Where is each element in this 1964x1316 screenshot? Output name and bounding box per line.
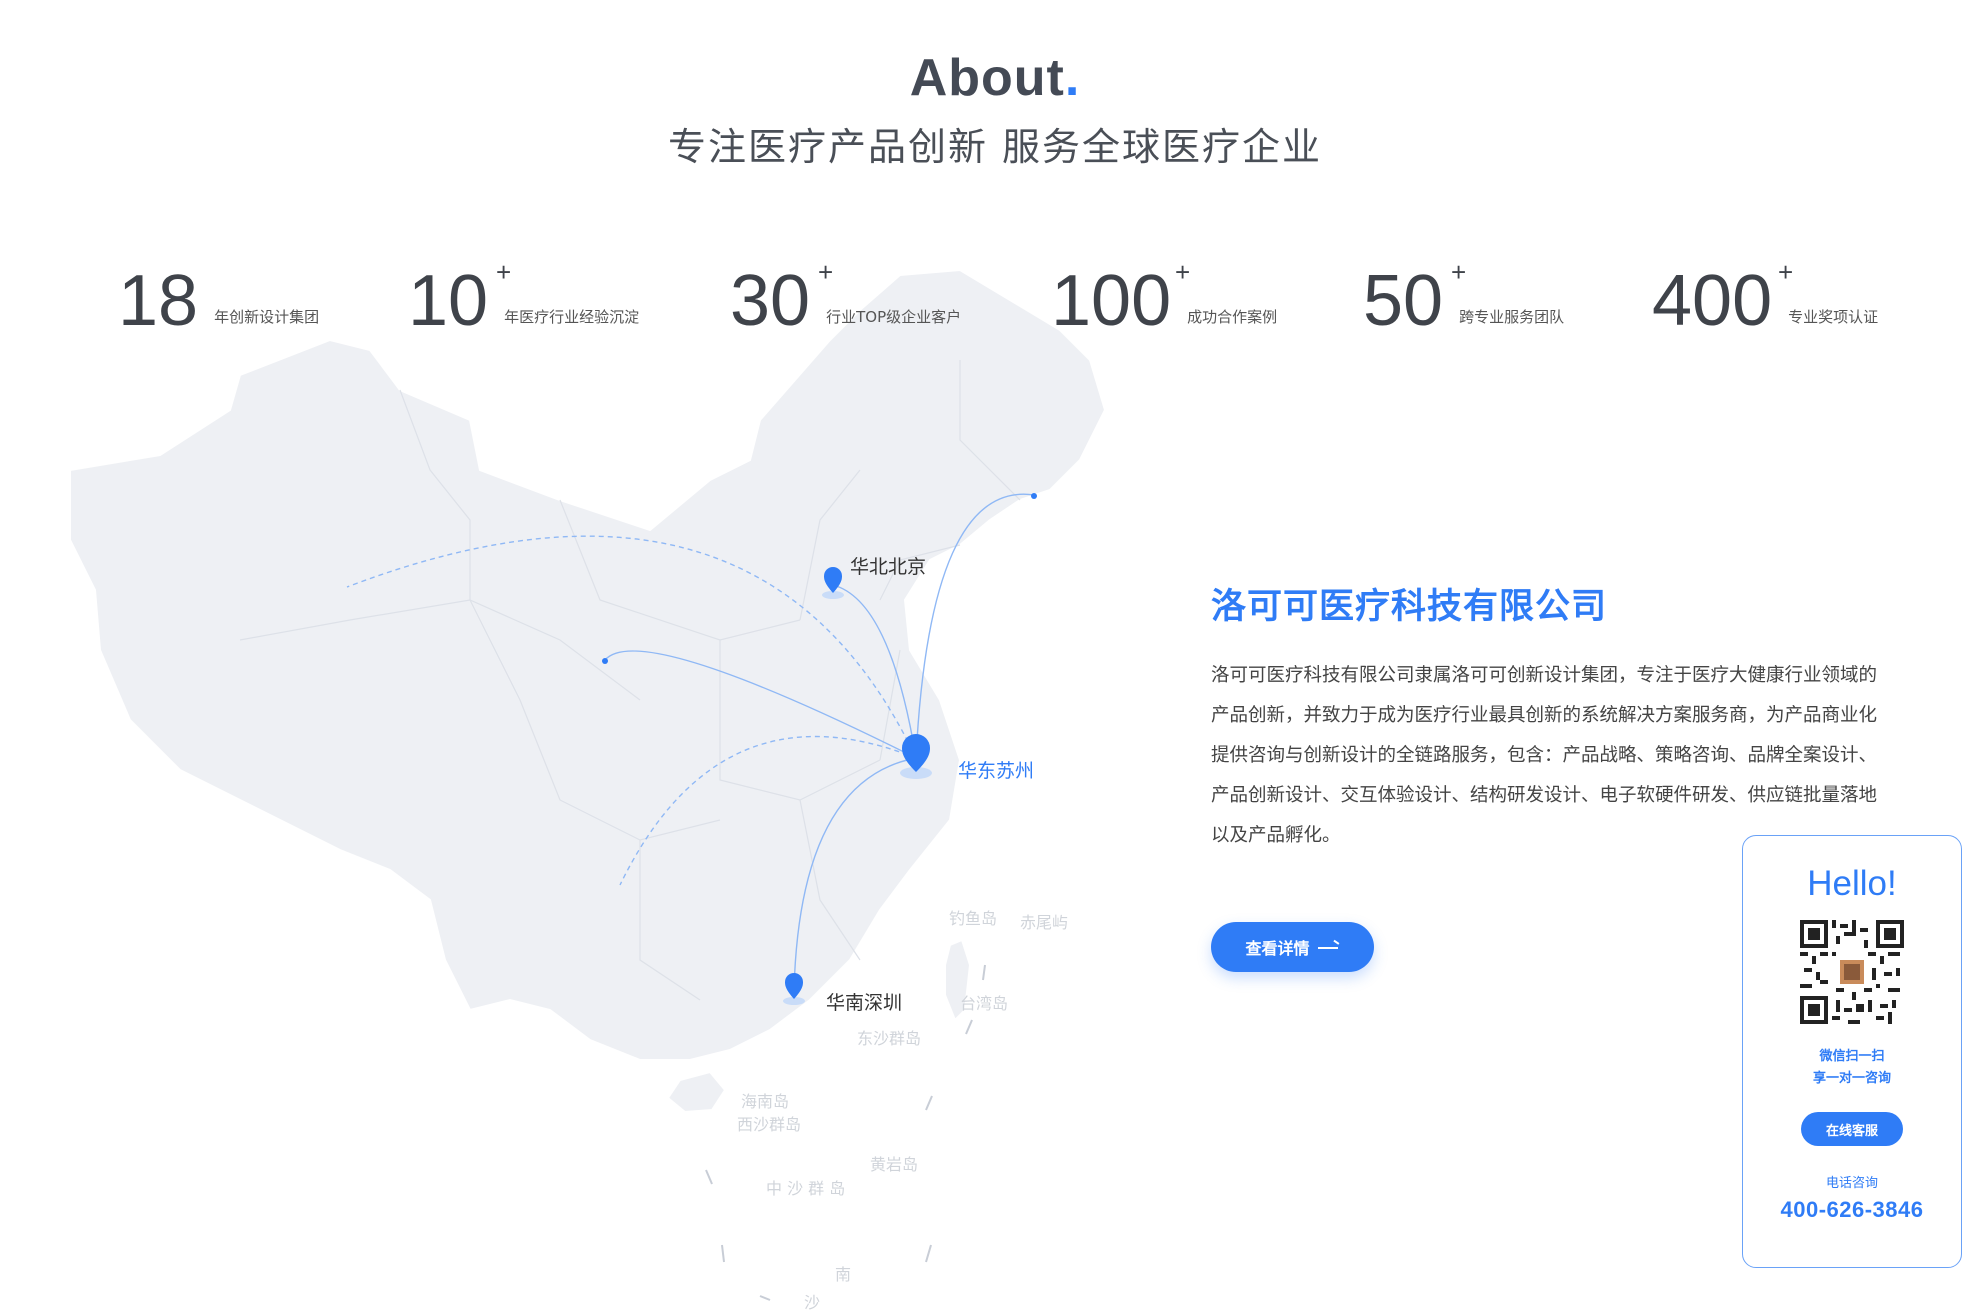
island-labels: 钓鱼岛 赤尾屿 台湾岛 东沙群岛 海南岛 西沙群岛 黄岩岛 中 沙 群 岛 南 … — [737, 909, 1068, 1312]
stat-label: 行业TOP级企业客户 — [826, 308, 962, 326]
stat-plus: + — [1175, 257, 1191, 287]
view-details-button[interactable]: 查看详情 — [1211, 922, 1374, 972]
phone-number[interactable]: 400-626-3846 — [1780, 1197, 1924, 1222]
contact-greeting: Hello! — [1807, 864, 1897, 903]
view-details-label: 查看详情 — [1245, 939, 1310, 958]
label-huangyan: 黄岩岛 — [870, 1155, 918, 1174]
map-pin-suzhou-icon — [900, 734, 932, 779]
hainan-island — [666, 1070, 727, 1114]
stat-plus: + — [1451, 257, 1467, 287]
label-xisha: 西沙群岛 — [737, 1115, 801, 1134]
china-map: 钓鱼岛 赤尾屿 台湾岛 东沙群岛 海南岛 西沙群岛 黄岩岛 中 沙 群 岛 南 … — [69, 268, 1107, 1312]
wechat-line-1: 微信扫一扫 — [1819, 1049, 1885, 1064]
company-name: 洛可可医疗科技有限公司 — [1211, 587, 1608, 627]
stat-label: 年医疗行业经验沉淀 — [504, 308, 640, 326]
label-taiwan: 台湾岛 — [960, 994, 1008, 1013]
china-mainland — [69, 268, 1107, 1061]
title-accent-dot: . — [1064, 49, 1081, 107]
contact-float-panel: Hello! 微信扫一扫 享一对一咨询 在线客服 电话咨询 400-626-38… — [1742, 835, 1962, 1268]
company-description: 洛可可医疗科技有限公司隶属洛可可创新设计集团，专注于医疗大健康行业领域的产品创新… — [1211, 665, 1878, 846]
stat-value: 100 — [1051, 261, 1172, 341]
stat-cases: 100 + 成功合作案例 — [1051, 257, 1278, 341]
about-title: About. — [909, 49, 1081, 107]
about-header: About. 专注医疗产品创新 服务全球医疗企业 — [0, 48, 1964, 171]
stat-plus: + — [818, 257, 834, 287]
stat-label: 跨专业服务团队 — [1459, 308, 1565, 326]
stat-label: 成功合作案例 — [1187, 308, 1278, 326]
city-label-beijing: 华北北京 — [850, 556, 927, 578]
label-nan: 南 — [835, 1265, 851, 1284]
stat-years: 18 年创新设计集团 — [118, 265, 319, 337]
stat-value: 10 — [408, 261, 489, 341]
stat-plus: + — [1778, 257, 1794, 287]
stat-value: 30 — [730, 261, 811, 341]
stat-value: 50 — [1363, 261, 1444, 341]
label-diaoyu: 钓鱼岛 — [949, 909, 997, 928]
city-label-suzhou: 华东苏州 — [958, 760, 1035, 782]
wechat-line-2: 享一对一咨询 — [1812, 1071, 1891, 1086]
label-zhongsha: 中 沙 群 岛 — [766, 1179, 845, 1198]
stat-label: 年创新设计集团 — [214, 308, 320, 326]
label-hainan: 海南岛 — [741, 1092, 789, 1111]
south-sea-dashes — [705, 964, 986, 1301]
label-chiwei: 赤尾屿 — [1020, 913, 1068, 932]
stat-awards: 400 + 专业奖项认证 — [1652, 257, 1879, 341]
taiwan-island — [944, 938, 972, 1022]
stat-experience: 10 + 年医疗行业经验沉淀 — [408, 257, 640, 341]
stat-label: 专业奖项认证 — [1788, 308, 1879, 326]
phone-label: 电话咨询 — [1825, 1176, 1878, 1191]
arrow-right-icon — [1317, 942, 1340, 952]
about-subtitle: 专注医疗产品创新 服务全球医疗企业 — [667, 125, 1323, 169]
online-service-button[interactable]: 在线客服 — [1801, 1112, 1903, 1146]
stat-plus: + — [496, 257, 512, 287]
routes — [346, 493, 1035, 991]
stat-clients: 30 + 行业TOP级企业客户 — [730, 257, 962, 341]
stat-team: 50 + 跨专业服务团队 — [1363, 257, 1565, 341]
city-label-shenzhen: 华南深圳 — [826, 992, 903, 1014]
wechat-scan-text: 微信扫一扫 享一对一咨询 — [1743, 1046, 1961, 1090]
stat-value: 18 — [118, 261, 199, 341]
label-sha: 沙 — [804, 1293, 820, 1312]
wechat-qr-code-icon — [1800, 920, 1904, 1024]
map-pin-shenzhen-icon — [783, 973, 805, 1005]
label-dongsha: 东沙群岛 — [857, 1029, 921, 1048]
map-pin-beijing-icon — [822, 567, 844, 599]
stat-value: 400 — [1652, 261, 1773, 341]
